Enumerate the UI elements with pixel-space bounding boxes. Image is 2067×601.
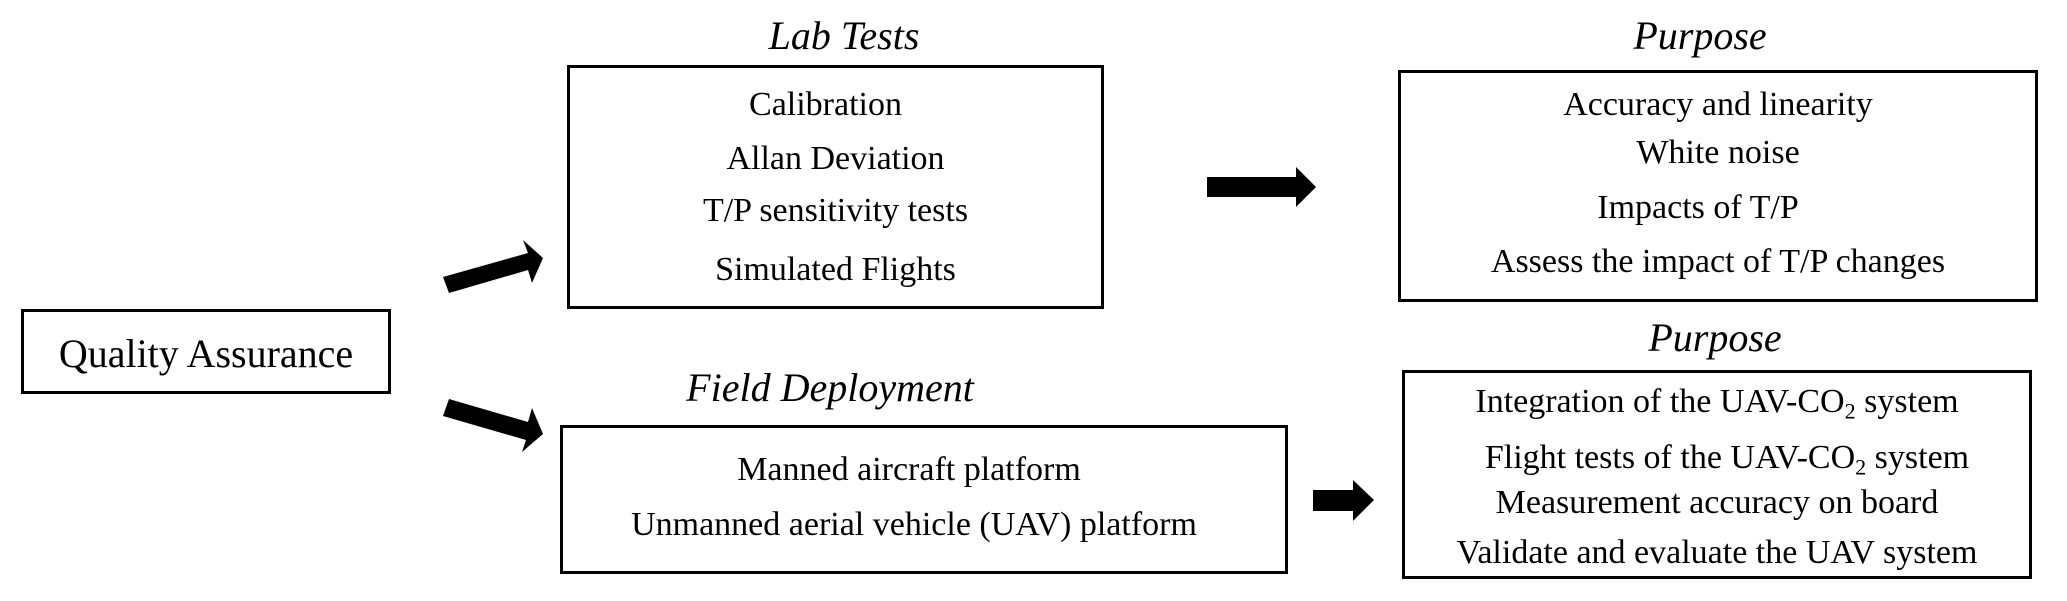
field-purpose-box: Integration of the UAV-CO2 system Flight… bbox=[1402, 370, 2032, 579]
lab-tests-heading: Lab Tests bbox=[768, 13, 920, 58]
quality-assurance-label: Quality Assurance bbox=[58, 331, 354, 376]
arrow-lab-tests-to-purpose bbox=[1207, 167, 1316, 207]
field-deployment-item: Manned aircraft platform bbox=[737, 451, 1081, 488]
lab-purpose-box: Accuracy and linearity White noise Impac… bbox=[1398, 70, 2038, 302]
subscript-2: 2 bbox=[1844, 398, 1856, 424]
lab-purpose-heading: Purpose bbox=[1633, 13, 1767, 58]
arrow-field-deployment-to-purpose bbox=[1313, 480, 1374, 521]
lab-purpose-item: Assess the impact of T/P changes bbox=[1490, 243, 1946, 280]
field-deployment-box: Manned aircraft platform Unmanned aerial… bbox=[560, 425, 1288, 574]
field-purpose-item: Flight tests of the UAV-CO2 system bbox=[1484, 439, 1970, 480]
lab-purpose-item: White noise bbox=[1636, 134, 1800, 171]
lab-purpose-item: Impacts of T/P bbox=[1597, 189, 1799, 226]
field-purpose-item: Measurement accuracy on board bbox=[1495, 484, 1939, 521]
lab-tests-item: T/P sensitivity tests bbox=[702, 192, 969, 229]
field-deployment-item: Unmanned aerial vehicle (UAV) platform bbox=[631, 506, 1197, 543]
lab-tests-box: Calibration Allan Deviation T/P sensitiv… bbox=[567, 65, 1104, 309]
subscript-2: 2 bbox=[1855, 454, 1867, 480]
lab-tests-item: Calibration bbox=[749, 86, 902, 123]
field-purpose-item: Integration of the UAV-CO2 system bbox=[1475, 383, 1959, 424]
arrow-qa-to-field-deployment bbox=[443, 399, 543, 452]
lab-purpose-item: Accuracy and linearity bbox=[1563, 86, 1873, 123]
lab-tests-item: Allan Deviation bbox=[726, 140, 945, 177]
field-purpose-heading: Purpose bbox=[1648, 315, 1782, 360]
arrow-qa-to-lab-tests bbox=[443, 240, 543, 293]
field-deployment-heading: Field Deployment bbox=[686, 365, 974, 410]
field-purpose-item: Validate and evaluate the UAV system bbox=[1456, 534, 1978, 571]
quality-assurance-box: Quality Assurance bbox=[21, 309, 391, 394]
lab-tests-item: Simulated Flights bbox=[715, 251, 956, 288]
